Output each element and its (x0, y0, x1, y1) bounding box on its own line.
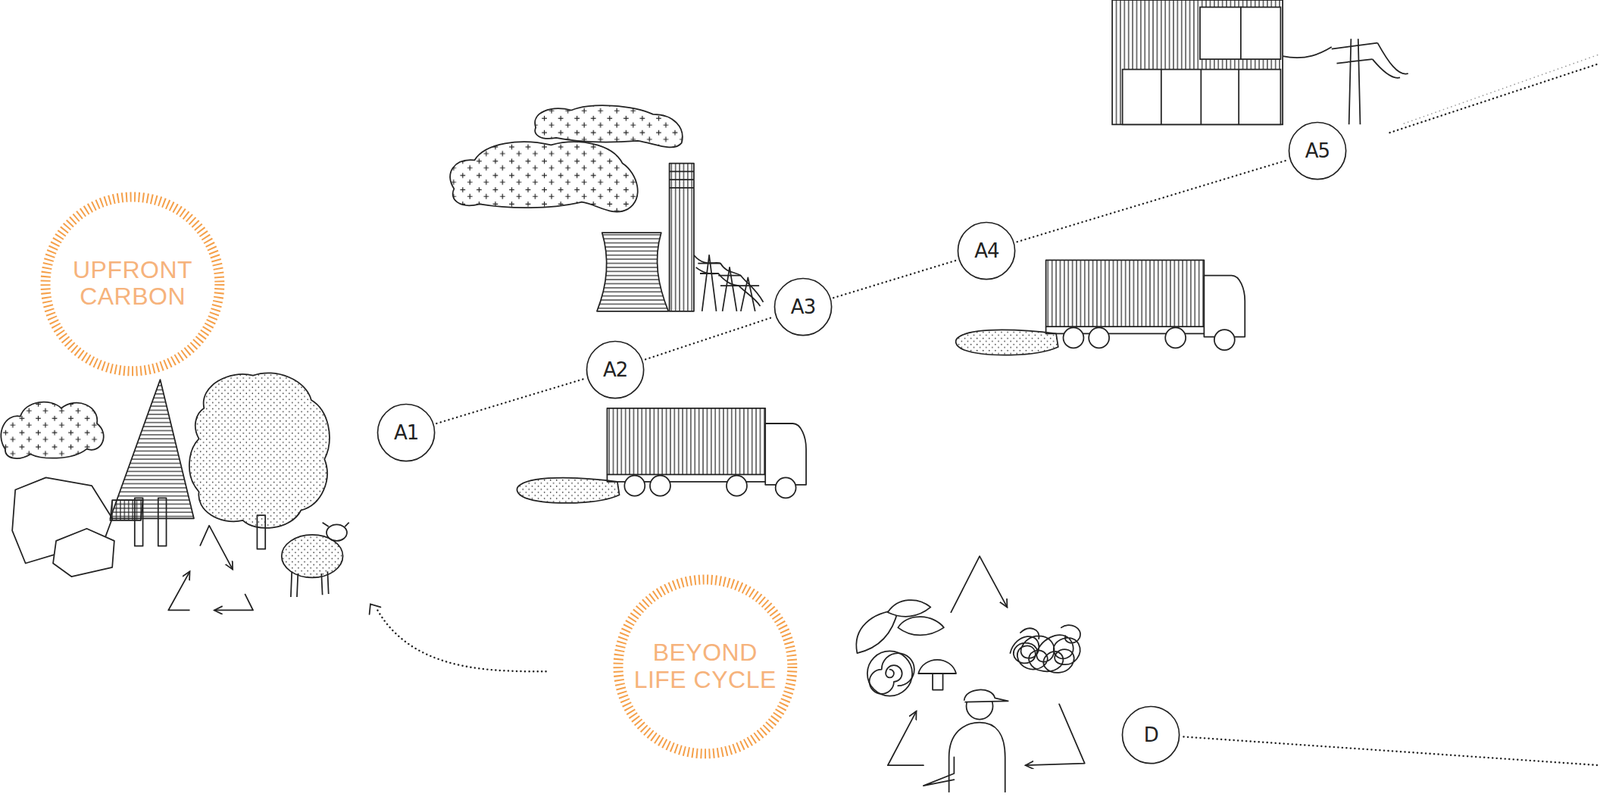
arrow-head (369, 603, 382, 614)
shrub (109, 500, 143, 521)
rock (53, 528, 115, 577)
wheel (650, 475, 671, 497)
dotted-connector (645, 317, 773, 360)
recycle-arrow (168, 571, 190, 610)
person-body (949, 722, 1006, 793)
circle-outline (1288, 122, 1346, 180)
stage-code: A5 (1305, 139, 1330, 163)
stage-code: A3 (790, 295, 816, 319)
circle-outline (378, 404, 435, 462)
wheel (726, 475, 747, 497)
wheel (1165, 327, 1186, 348)
recycling-illustration (856, 556, 1085, 792)
circle-outline (774, 278, 832, 336)
smoke-cloud (450, 141, 638, 212)
yarn-scribble (1009, 625, 1081, 673)
roll-spiral (869, 653, 915, 694)
wheel (1063, 327, 1085, 348)
recycle-arrow (950, 556, 1007, 613)
person-cap (964, 689, 1009, 702)
container (1046, 259, 1205, 327)
container (606, 408, 766, 475)
recycle-arrow (200, 525, 233, 570)
dotted-arrow (377, 609, 546, 672)
power-plant (450, 105, 763, 312)
wheel (624, 475, 645, 497)
smoke-cloud (534, 105, 683, 147)
stage-code: A4 (974, 239, 999, 263)
stage-ring: BEYOND LIFE CYCLE (611, 572, 800, 761)
circle-outline (958, 222, 1016, 280)
stage-circle: A3 (773, 277, 833, 337)
circle-outline (1122, 706, 1180, 763)
stage-circle: D (1121, 705, 1181, 765)
recycle-arrow (887, 711, 924, 766)
building (1112, 0, 1409, 125)
mushroom (918, 659, 957, 691)
dotted-line (1183, 737, 1600, 766)
stage-circle: A5 (1287, 121, 1347, 181)
stage-title: UPFRONT CARBON (56, 256, 209, 312)
window (1240, 6, 1282, 60)
window-mullion (1161, 69, 1239, 125)
stage-code: A1 (393, 421, 419, 444)
stage-ring: UPFRONT CARBON (38, 190, 227, 379)
sheep-head (326, 524, 347, 541)
pylon (1331, 38, 1379, 125)
stage-circle: A2 (585, 340, 645, 400)
wire (693, 255, 764, 307)
building-wall (1112, 0, 1283, 125)
exhaust-cloud (517, 478, 620, 504)
circle-outline (587, 340, 644, 398)
dashed-ring (618, 579, 793, 754)
leaf (887, 600, 932, 617)
wheel (1214, 329, 1235, 350)
leaf (897, 616, 944, 635)
wool-roll (867, 650, 913, 696)
person-arm (923, 756, 954, 786)
dotted-line (1403, 53, 1600, 124)
truck-cab (765, 423, 807, 485)
wheel (775, 477, 797, 498)
chimney (669, 163, 694, 312)
truck-cab (1203, 275, 1245, 338)
exhaust-cloud (956, 329, 1059, 355)
dotted-connector (1017, 160, 1288, 243)
stage-code: A2 (603, 358, 628, 382)
window (1200, 6, 1241, 60)
nature-illustration (0, 372, 349, 610)
dotted-connector (436, 378, 585, 424)
stage-circle: A4 (956, 221, 1016, 281)
truck (517, 408, 807, 504)
leaf (856, 609, 898, 654)
stage-title: BEYOND LIFE CYCLE (629, 639, 782, 694)
window (1122, 69, 1282, 125)
dotted-leaders (369, 53, 1600, 766)
stage-code: D (1143, 723, 1159, 747)
wheel (1088, 327, 1110, 348)
wire (1282, 43, 1409, 79)
chimney-band (669, 171, 694, 188)
recycle-arrow (214, 593, 254, 611)
cloud (0, 402, 104, 459)
dotted-connector (833, 260, 957, 299)
sheep-ears (322, 522, 350, 527)
stage-circle: A1 (376, 403, 436, 463)
round-tree (189, 372, 330, 529)
dotted-line (1390, 63, 1600, 134)
dashed-ring (45, 196, 220, 372)
pine-tree (109, 379, 194, 519)
recycle-arrow (1025, 703, 1085, 766)
cooling-tower (596, 232, 669, 312)
